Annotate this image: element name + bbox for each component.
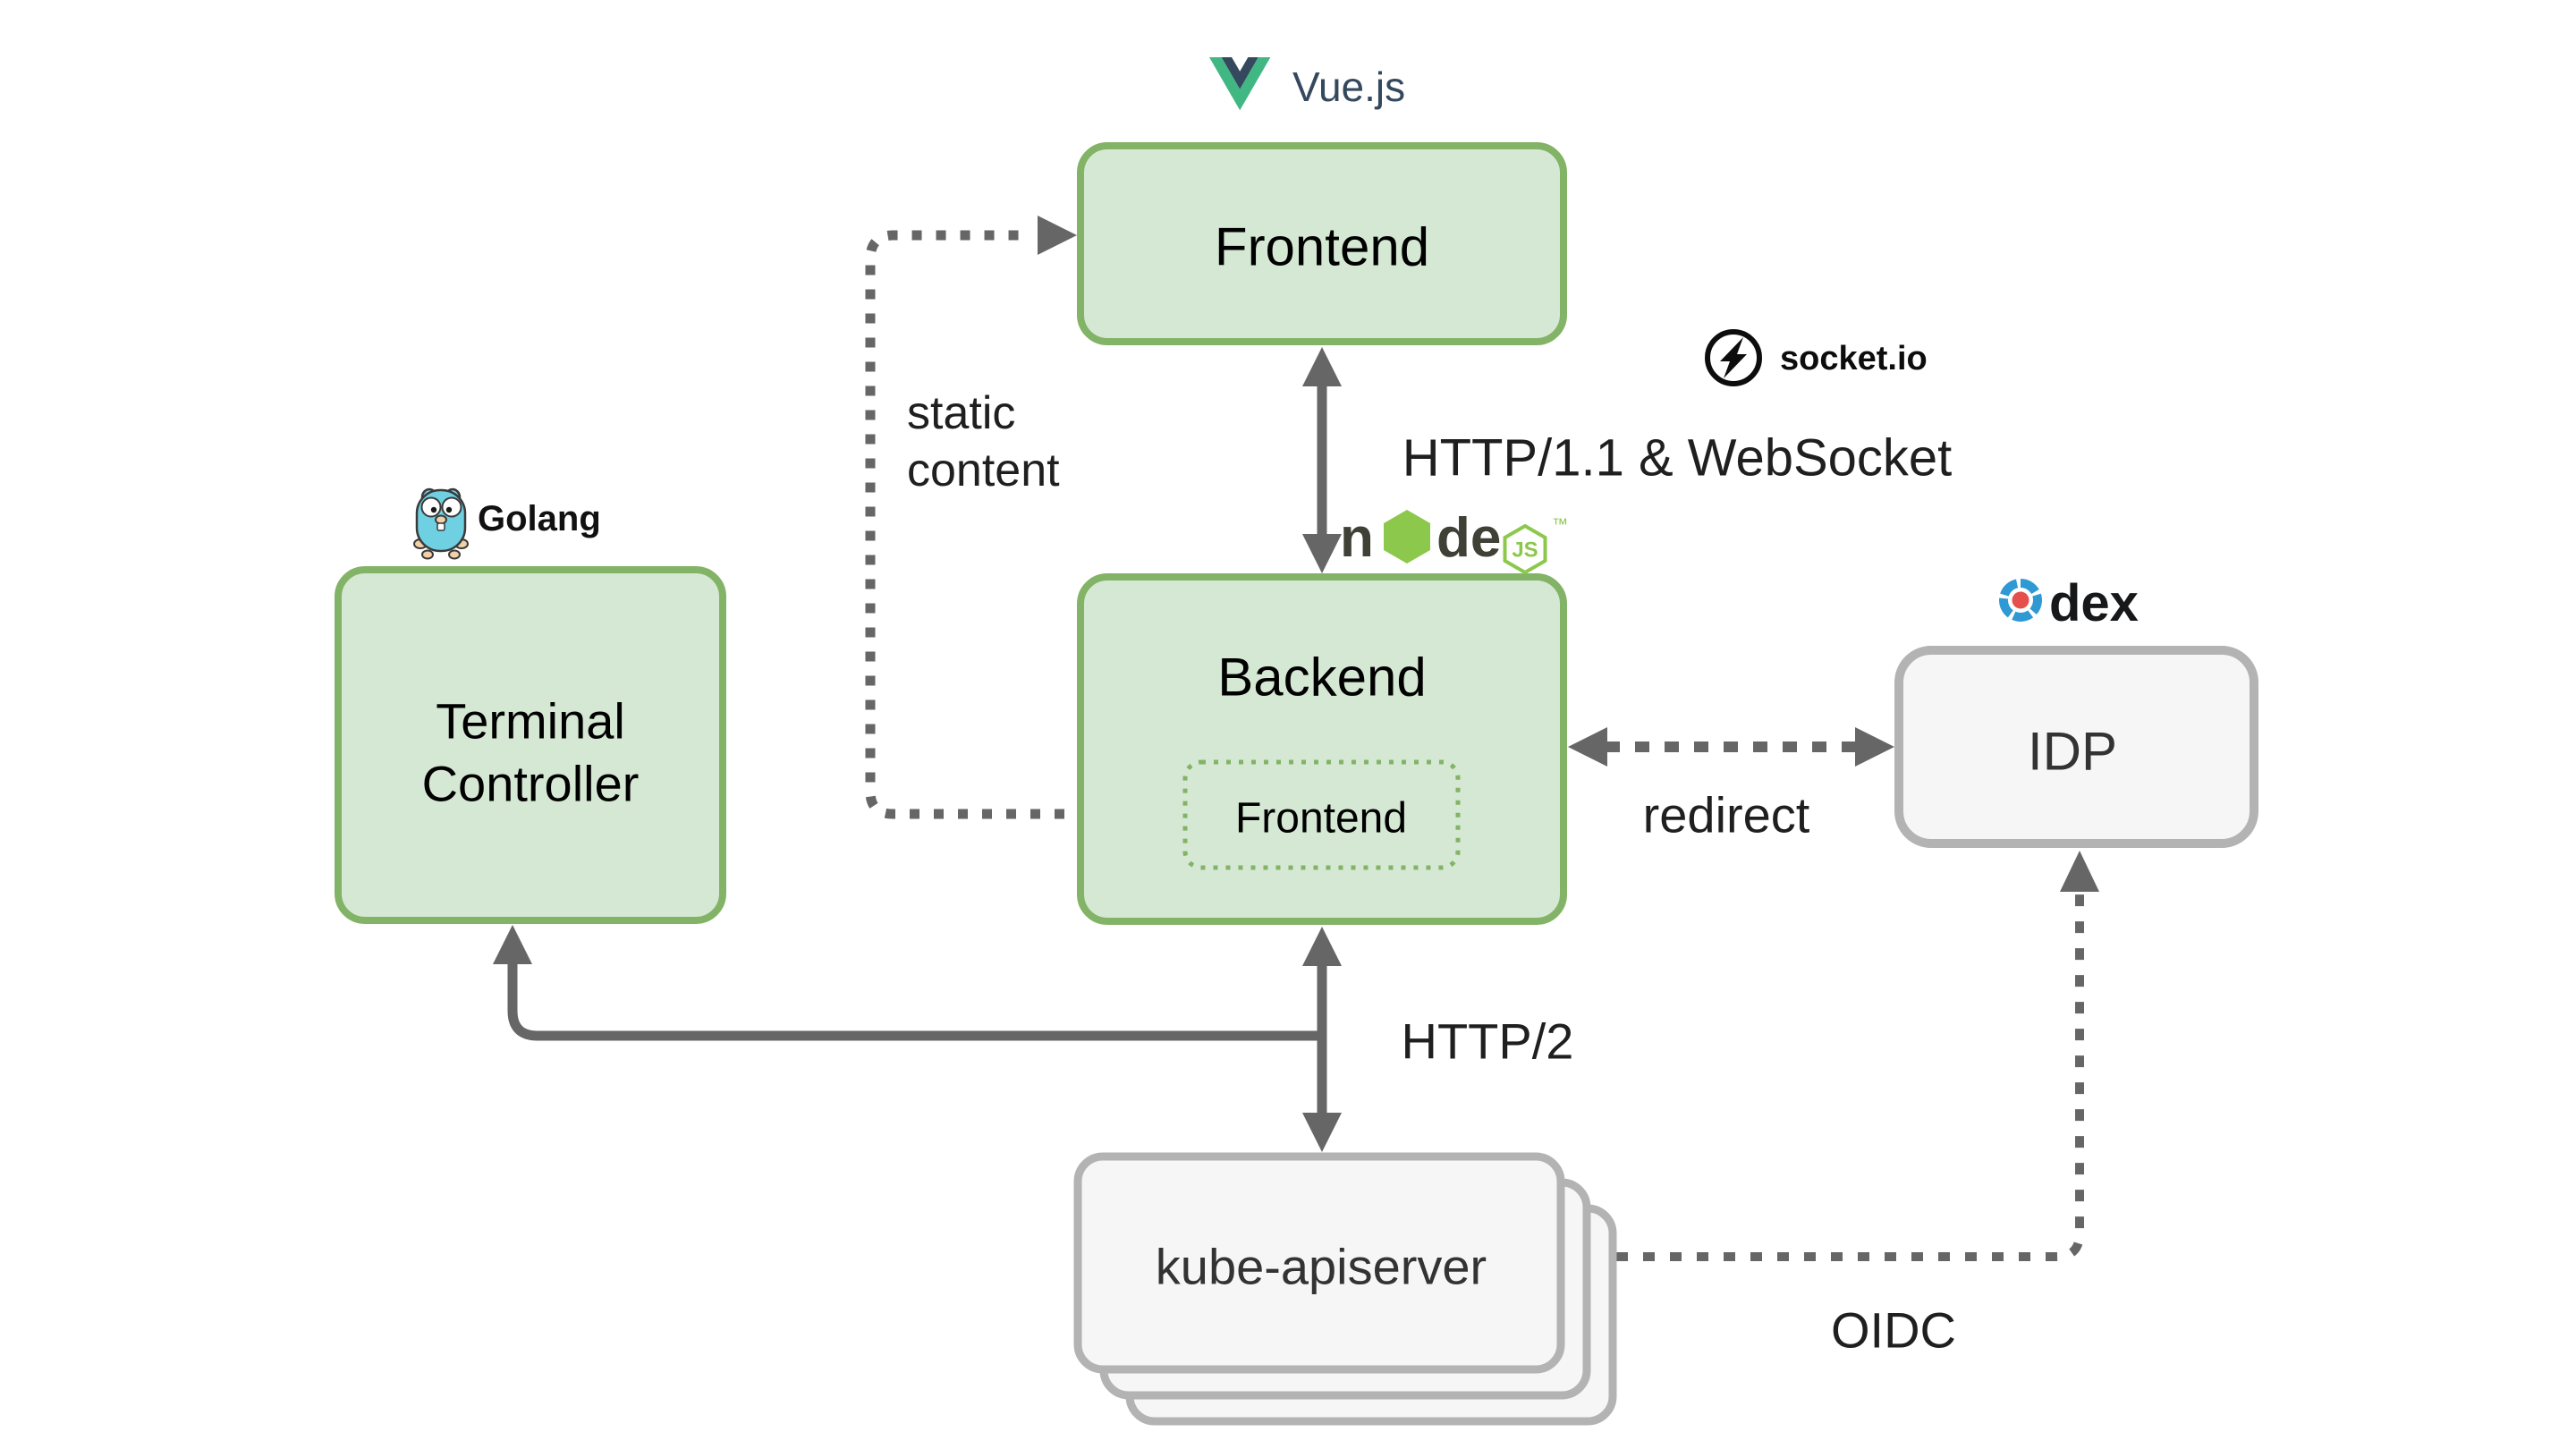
socketio-label: socket.io <box>1780 340 1928 377</box>
dex-icon <box>1999 579 2042 622</box>
edge-backend-terminal <box>493 925 1322 1041</box>
node-kube-apiserver: kube-apiserver <box>1073 1152 1617 1426</box>
kube-stack-front <box>1073 1152 1565 1374</box>
golang-gopher-icon <box>413 487 469 560</box>
badge-golang: Golang <box>413 487 601 560</box>
nodejs-hexagon-o <box>1384 510 1430 564</box>
label-http11-websocket: HTTP/1.1 & WebSocket <box>1402 429 1953 487</box>
node-backend: Backend Frontend <box>1077 573 1567 925</box>
edge-frontend-backend <box>1302 347 1342 573</box>
badge-dex: dex <box>1999 574 2139 632</box>
nodejs-js-label: JS <box>1512 538 1538 563</box>
nodejs-js-hexagon <box>1503 523 1547 575</box>
frontend-label: Frontend <box>1215 217 1429 277</box>
node-idp: IDP <box>1894 646 2258 848</box>
vuejs-label: Vue.js <box>1292 64 1405 110</box>
node-embedded-frontend: Frontend <box>1182 759 1461 870</box>
label-static-line2: content <box>907 445 1060 496</box>
edge-backend-idp <box>1568 727 1894 767</box>
terminal-controller-label-line1: Terminal <box>436 693 625 750</box>
vuejs-icon <box>1209 57 1271 111</box>
edge-kube-idp <box>1616 851 2099 1261</box>
socketio-icon <box>1705 329 1762 386</box>
badge-socketio: socket.io <box>1705 329 1928 386</box>
embedded-frontend-label: Frontend <box>1235 795 1407 843</box>
terminal-controller-label-line2: Controller <box>422 756 640 812</box>
label-http2: HTTP/2 <box>1402 1013 1574 1070</box>
edges <box>493 216 2099 1261</box>
edge-static-content <box>865 216 1185 819</box>
kube-apiserver-label: kube-apiserver <box>1156 1239 1487 1295</box>
label-static-line1: static <box>907 387 1015 439</box>
dex-label: dex <box>2049 574 2139 632</box>
nodejs-letters-de: de <box>1436 507 1501 569</box>
badge-nodejs: n de JS ™ <box>1340 507 1568 575</box>
badge-vuejs: Vue.js <box>1209 57 1405 111</box>
label-oidc: OIDC <box>1831 1302 1956 1359</box>
backend-label: Backend <box>1217 648 1427 708</box>
node-terminal-controller: Terminal Controller <box>335 566 726 924</box>
nodejs-letter-n: n <box>1340 507 1374 569</box>
golang-label: Golang <box>478 499 601 538</box>
label-redirect: redirect <box>1643 787 1810 843</box>
nodejs-tm: ™ <box>1552 515 1568 533</box>
edge-labels: HTTP/1.1 & WebSocket static content redi… <box>907 387 1956 1359</box>
node-frontend: Frontend <box>1077 142 1567 345</box>
idp-label: IDP <box>2028 722 2117 782</box>
